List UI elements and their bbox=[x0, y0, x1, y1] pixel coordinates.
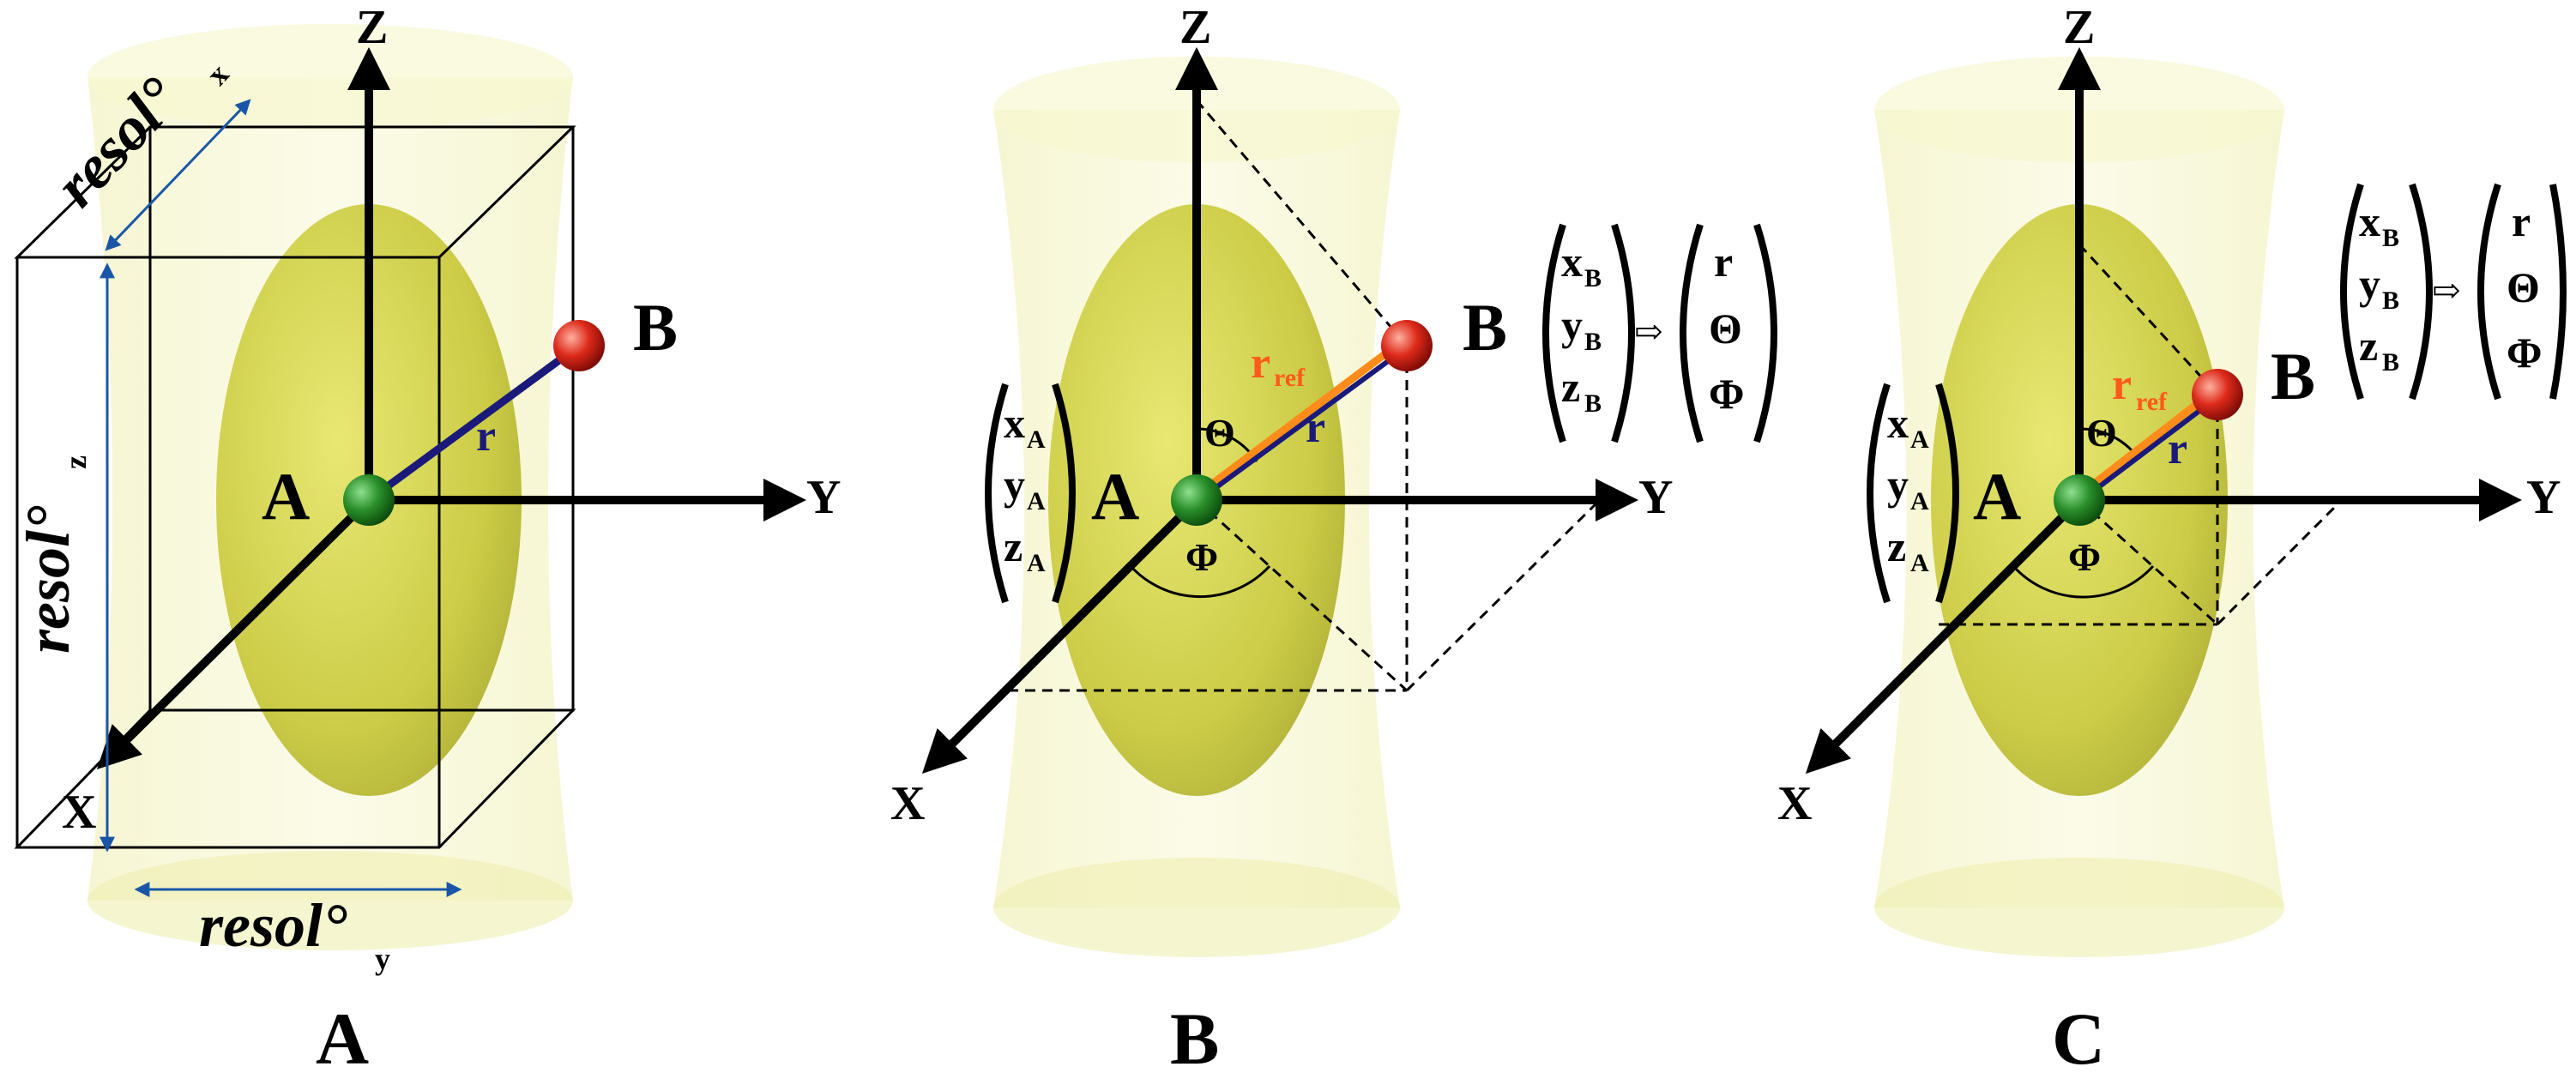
svg-text:Φ: Φ bbox=[1709, 370, 1744, 418]
point-b-label: B bbox=[633, 290, 678, 365]
svg-text:x: x bbox=[2359, 197, 2380, 245]
svg-text:A: A bbox=[1027, 487, 1046, 515]
svg-text:Θ: Θ bbox=[1709, 304, 1742, 353]
svg-text:z: z bbox=[1004, 522, 1023, 570]
y-axis-label: Y bbox=[2526, 471, 2561, 524]
point-a bbox=[343, 474, 395, 526]
svg-text:z: z bbox=[1561, 363, 1580, 411]
svg-text:y: y bbox=[1561, 301, 1583, 349]
x-axis-label: X bbox=[1777, 777, 1812, 830]
z-axis-label: Z bbox=[356, 1, 388, 54]
svg-text:y: y bbox=[1887, 461, 1909, 509]
r-label: r bbox=[2168, 425, 2187, 473]
r-line bbox=[1195, 345, 1409, 504]
svg-text:A: A bbox=[1027, 425, 1046, 454]
point-a-label: A bbox=[1973, 459, 2021, 533]
svg-text:B: B bbox=[2382, 286, 2399, 315]
point-b-label: B bbox=[2271, 339, 2315, 413]
point-b bbox=[2192, 369, 2243, 420]
resol-z-word: resol° bbox=[14, 505, 82, 654]
resol-y-word: resol° bbox=[199, 891, 347, 960]
theta-label: Θ bbox=[2086, 411, 2117, 455]
svg-text:B: B bbox=[2382, 224, 2399, 252]
spherical-vector: r Θ Φ bbox=[2477, 183, 2567, 401]
svg-text:A: A bbox=[1910, 425, 1929, 454]
r-label: r bbox=[1306, 403, 1325, 452]
x-axis bbox=[96, 497, 372, 770]
phi-arc bbox=[2012, 564, 2155, 599]
svg-text:A: A bbox=[1910, 487, 1929, 515]
phi-label: Φ bbox=[2068, 535, 2101, 579]
resol-y-sub: y bbox=[375, 942, 390, 976]
spherical-vector: r Θ Φ bbox=[1680, 223, 1777, 443]
convert-arrow: ⇨ bbox=[2432, 271, 2461, 310]
hourglass-bottom bbox=[993, 858, 1400, 957]
resol-x-arrow bbox=[105, 99, 251, 251]
panel-a-label: A bbox=[316, 998, 369, 1080]
svg-text:Θ: Θ bbox=[2507, 263, 2540, 311]
projection-lines bbox=[1939, 243, 2344, 626]
y-axis-label: Y bbox=[1638, 471, 1673, 524]
phi-label: Φ bbox=[1185, 535, 1218, 579]
y-axis-label: Y bbox=[806, 471, 841, 524]
svg-text:x: x bbox=[1887, 399, 1909, 447]
svg-text:r: r bbox=[2512, 197, 2531, 245]
svg-text:x: x bbox=[1004, 399, 1025, 447]
theta-arc bbox=[2078, 427, 2133, 452]
r-ref-line bbox=[1198, 336, 1407, 496]
svg-text:A: A bbox=[1027, 549, 1046, 577]
point-a-label: A bbox=[262, 459, 310, 533]
projection-lines bbox=[1008, 99, 1602, 692]
panel-c-label: C bbox=[2052, 998, 2105, 1080]
r-ref-sub: ref bbox=[1274, 364, 1306, 392]
hourglass-bottom bbox=[87, 851, 573, 950]
z-axis-label: Z bbox=[1179, 1, 1211, 54]
svg-text:y: y bbox=[1004, 461, 1025, 509]
x-axis-label: X bbox=[62, 786, 96, 839]
convert-arrow: ⇨ bbox=[1634, 312, 1663, 351]
point-b bbox=[553, 320, 605, 371]
point-b bbox=[1381, 320, 1433, 371]
svg-text:x: x bbox=[1561, 238, 1583, 286]
r-line bbox=[2078, 395, 2219, 504]
svg-text:Φ: Φ bbox=[2507, 329, 2542, 377]
svg-text:r: r bbox=[1714, 238, 1733, 286]
svg-text:B: B bbox=[1584, 264, 1602, 292]
svg-text:y: y bbox=[2359, 260, 2380, 308]
panel-b-label: B bbox=[1170, 998, 1219, 1080]
svg-text:B: B bbox=[2382, 348, 2399, 377]
panel-a: Z Y X A B r resol° x resol° z resol° y A bbox=[14, 1, 841, 1080]
point-a bbox=[1171, 474, 1222, 526]
point-a bbox=[2054, 474, 2105, 526]
r-line bbox=[366, 342, 582, 503]
r-label: r bbox=[476, 412, 496, 461]
x-axis bbox=[921, 497, 1200, 775]
r-ref-label: r bbox=[2112, 360, 2132, 409]
r-ref-label: r bbox=[1251, 339, 1270, 388]
x-axis bbox=[1805, 497, 2083, 775]
svg-text:z: z bbox=[1887, 522, 1906, 570]
resol-z-sub: z bbox=[58, 455, 93, 469]
z-axis-label: Z bbox=[2063, 1, 2095, 54]
r-ref-line bbox=[2080, 387, 2217, 496]
svg-text:B: B bbox=[1584, 389, 1602, 418]
x-axis-label: X bbox=[890, 777, 925, 830]
svg-text:z: z bbox=[2359, 322, 2378, 370]
r-ref-sub: ref bbox=[2136, 388, 2168, 416]
point-a-label: A bbox=[1091, 459, 1139, 533]
point-b-label: B bbox=[1463, 290, 1507, 365]
theta-label: Θ bbox=[1204, 411, 1235, 455]
hourglass-bottom bbox=[1874, 858, 2284, 957]
svg-text:B: B bbox=[1584, 328, 1602, 356]
phi-arc bbox=[1129, 564, 1271, 598]
svg-text:A: A bbox=[1910, 549, 1929, 577]
